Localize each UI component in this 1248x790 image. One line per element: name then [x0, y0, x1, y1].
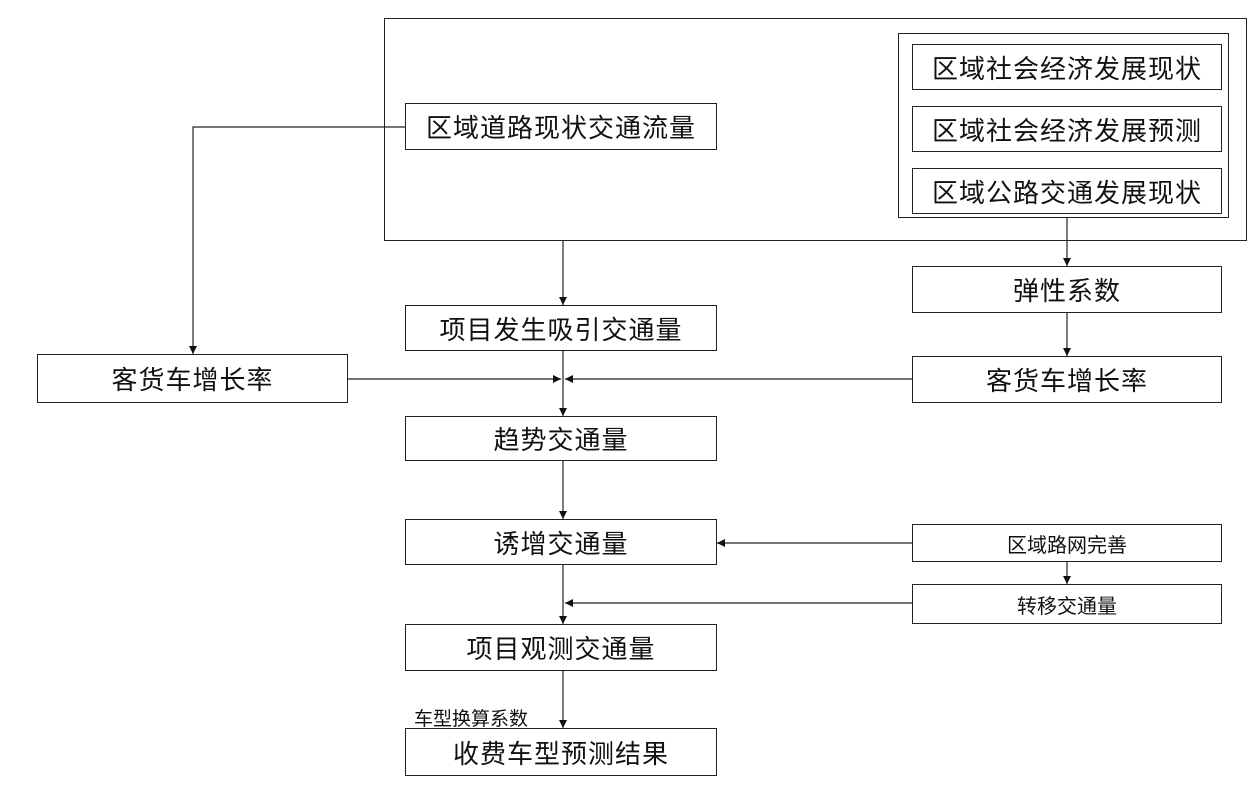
node-observed-traffic: 项目观测交通量 — [405, 624, 717, 671]
node-growth-rate-right: 客货车增长率 — [912, 356, 1222, 403]
node-growth-rate-left: 客货车增长率 — [37, 354, 348, 403]
node-label: 区域社会经济发展现状 — [931, 54, 1202, 85]
node-label: 项目观测交通量 — [466, 635, 656, 665]
node-network-improvement: 区域路网完善 — [912, 524, 1222, 562]
node-toll-result: 收费车型预测结果 — [405, 728, 717, 776]
node-induced-traffic: 诱增交通量 — [405, 519, 717, 565]
node-label: 区域路网完善 — [1007, 532, 1127, 557]
node-socio-economic-forecast: 区域社会经济发展预测 — [912, 106, 1222, 152]
node-label: 区域道路现状交通流量 — [425, 114, 696, 144]
input-group-frame — [384, 18, 1247, 241]
node-label: 转移交通量 — [1017, 593, 1117, 618]
socio-economic-group-frame — [898, 33, 1229, 218]
node-socio-economic-status: 区域社会经济发展现状 — [912, 44, 1222, 90]
node-generated-traffic: 项目发生吸引交通量 — [405, 305, 717, 351]
node-label: 客货车增长率 — [985, 367, 1148, 397]
node-trend-traffic: 趋势交通量 — [405, 416, 717, 461]
node-label: 诱增交通量 — [493, 529, 629, 560]
edge-label-conversion: 车型换算系数 — [414, 708, 529, 730]
node-label: 收费车型预测结果 — [452, 739, 669, 770]
edge-traffic-to-left-growth — [189, 126, 405, 354]
node-highway-status: 区域公路交通发展现状 — [912, 168, 1222, 214]
node-label: 区域公路交通发展现状 — [931, 178, 1202, 209]
node-label: 项目发生吸引交通量 — [439, 315, 683, 346]
node-transferred-traffic: 转移交通量 — [912, 584, 1222, 624]
node-regional-traffic-volume: 区域道路现状交通流量 — [405, 103, 717, 150]
node-label: 弹性系数 — [1012, 277, 1121, 307]
node-elasticity: 弹性系数 — [912, 266, 1222, 313]
node-label: 趋势交通量 — [493, 426, 629, 456]
node-label: 区域社会经济发展预测 — [931, 116, 1202, 147]
node-label: 客货车增长率 — [111, 366, 274, 396]
